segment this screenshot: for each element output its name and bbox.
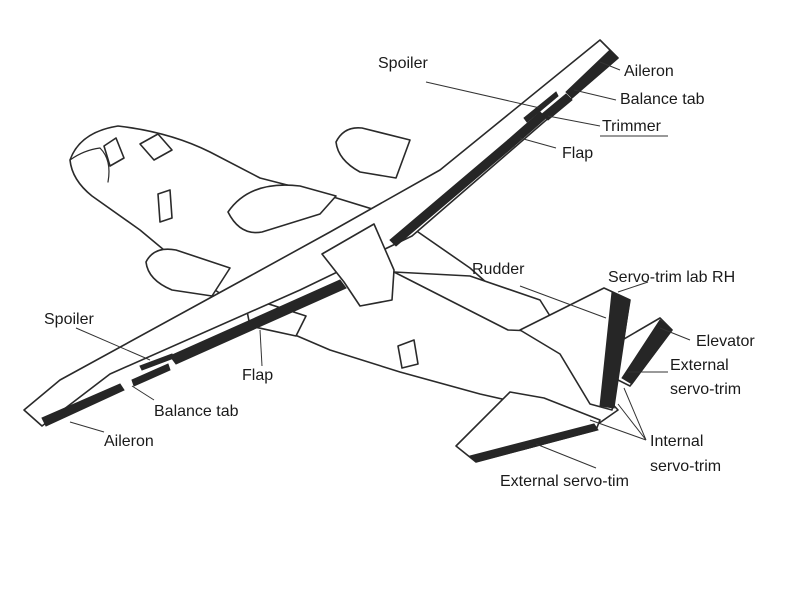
label-flap-left: Flap xyxy=(242,367,273,384)
leader-flap-left xyxy=(259,329,263,367)
leader-aileron-right xyxy=(599,61,621,71)
leader-external-servo-tim xyxy=(535,443,597,469)
left-engine-nacelle xyxy=(145,248,231,297)
right-spoiler-surface xyxy=(523,91,559,123)
right-flap-surface xyxy=(389,139,515,247)
leader-balance-tab-right xyxy=(573,89,617,101)
cockpit-window-front xyxy=(103,137,125,167)
leader-elevator xyxy=(659,327,691,341)
left-flap-surface xyxy=(169,279,347,365)
leader-trimmer xyxy=(547,115,668,137)
label-balance-tab-left: Balance tab xyxy=(154,403,239,420)
right-aileron-surface xyxy=(565,49,619,99)
label-internal-servo-trim-1: Internal xyxy=(650,433,703,450)
leader-lines xyxy=(69,61,691,469)
rudder-surface xyxy=(599,291,631,409)
leader-internal-servo-trim xyxy=(589,387,647,441)
left-spoiler-surface xyxy=(139,353,175,371)
main-wing xyxy=(23,39,619,427)
label-external-servo-tim: External servo-tim xyxy=(500,473,629,490)
leader-rudder xyxy=(519,285,607,319)
label-aileron-right: Aileron xyxy=(624,63,674,80)
label-aileron-left: Aileron xyxy=(104,433,154,450)
label-elevator: Elevator xyxy=(696,333,755,350)
label-spoiler-right: Spoiler xyxy=(378,55,428,72)
right-balance-tab-surface xyxy=(541,93,573,121)
cabin-door xyxy=(157,189,173,223)
label-flap-right: Flap xyxy=(562,145,593,162)
label-external-servo-trim-1: External xyxy=(670,357,729,374)
label-spoiler-left: Spoiler xyxy=(44,311,94,328)
leader-spoiler-right xyxy=(425,81,541,109)
label-trimmer: Trimmer xyxy=(602,118,662,135)
wing-root-fairing xyxy=(227,184,337,234)
left-aileron-surface xyxy=(41,383,125,427)
cockpit-window-side xyxy=(139,133,173,161)
label-servo-trim-rh: Servo-trim lab RH xyxy=(608,269,735,286)
label-internal-servo-trim-2: servo-trim xyxy=(650,458,721,475)
nose-cone xyxy=(69,147,110,183)
control-surfaces xyxy=(41,49,673,463)
right-elevator-surface xyxy=(621,319,673,385)
leader-aileron-left xyxy=(69,421,105,433)
wing-center-section xyxy=(321,223,395,307)
label-external-servo-trim-2: servo-trim xyxy=(670,381,741,398)
label-balance-tab-right: Balance tab xyxy=(620,91,705,108)
label-rudder: Rudder xyxy=(472,261,525,278)
left-balance-tab-surface xyxy=(131,363,171,387)
leader-servo-trim-rh xyxy=(617,281,649,293)
leader-flap-right xyxy=(519,137,557,149)
labels: Spoiler Aileron Balance tab Trimmer Flap… xyxy=(44,55,755,490)
left-external-servo-trim-surface xyxy=(519,433,559,451)
aircraft-drawing xyxy=(23,39,673,463)
right-engine-nacelle xyxy=(335,126,411,179)
leader-balance-tab-left xyxy=(131,385,155,401)
rear-door xyxy=(397,339,419,369)
leader-spoiler-left xyxy=(75,327,151,361)
